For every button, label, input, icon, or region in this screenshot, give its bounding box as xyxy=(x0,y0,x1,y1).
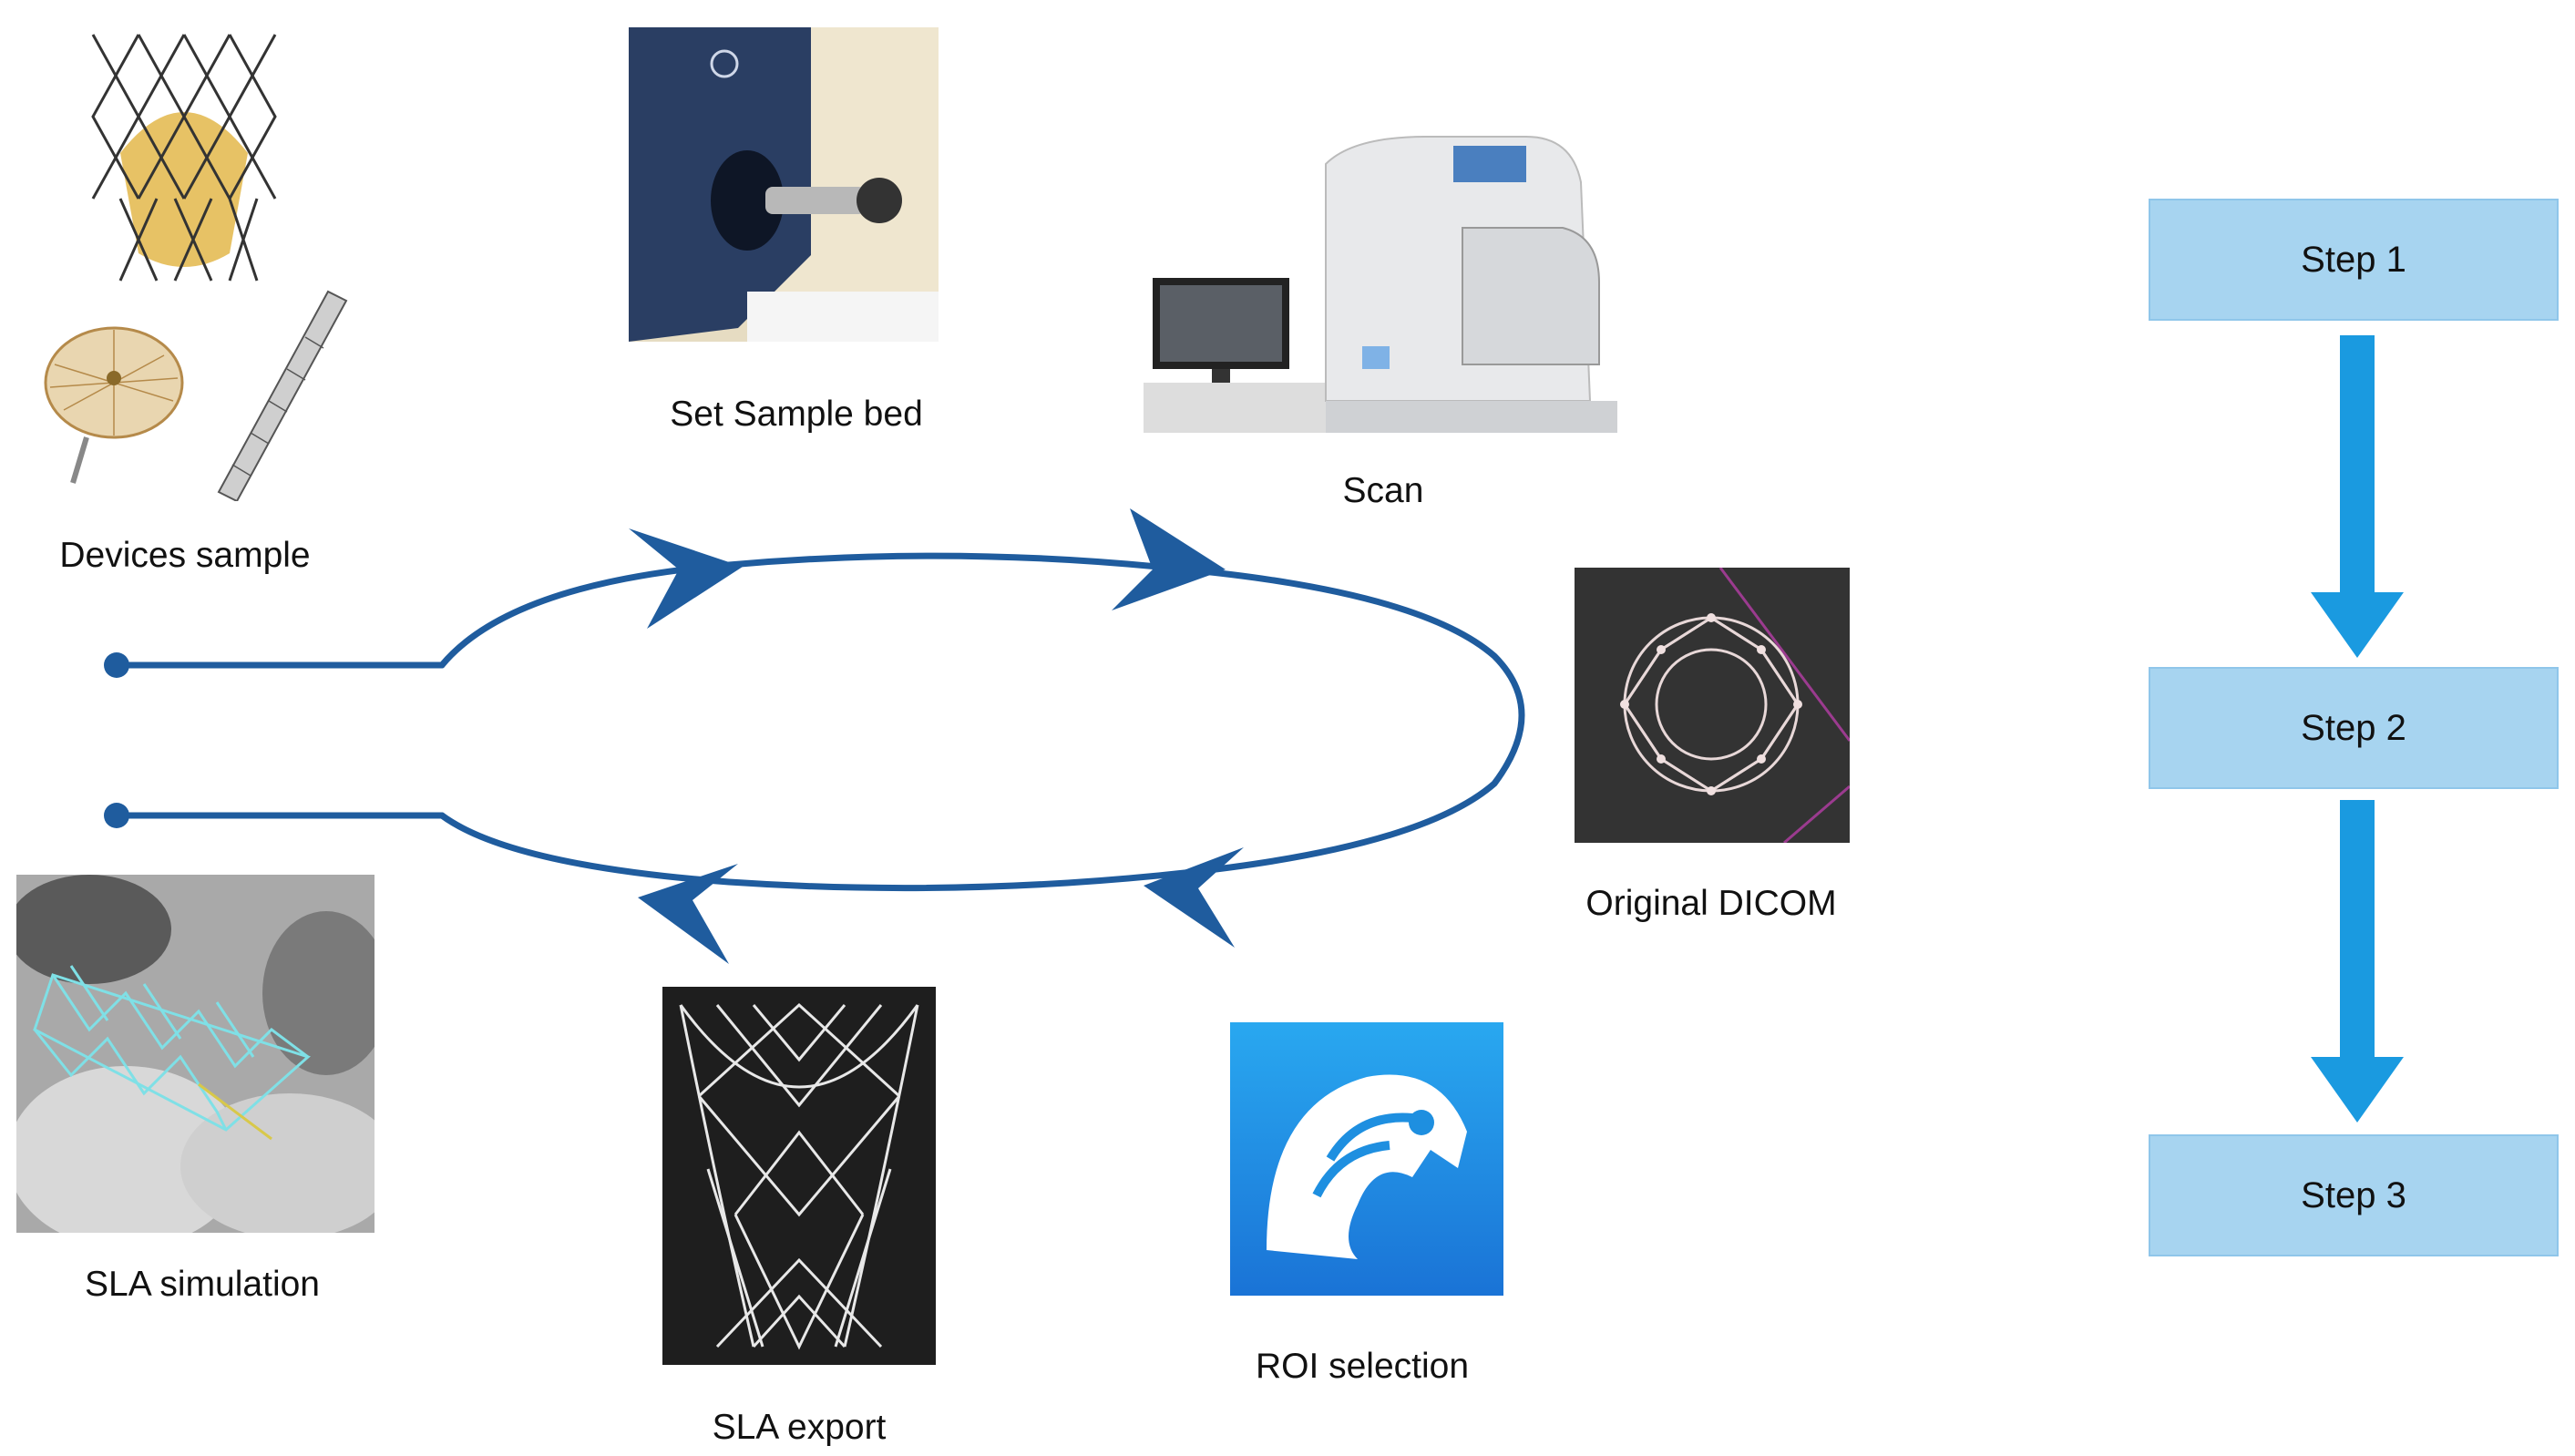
sla-simulation-image xyxy=(16,875,374,1233)
loop-end-dot xyxy=(104,803,129,828)
step-box-3: Step 3 xyxy=(2149,1134,2559,1256)
loop-arrow-3 xyxy=(1144,847,1244,948)
occluder-stent-photo xyxy=(27,273,355,501)
step-box-2: Step 2 xyxy=(2149,667,2559,789)
caption-set-sample-bed: Set Sample bed xyxy=(670,395,923,434)
caption-devices-sample: Devices sample xyxy=(59,536,311,575)
caption-original-dicom: Original DICOM xyxy=(1585,884,1837,923)
sla-export-image xyxy=(662,987,936,1365)
sample-bed-photo xyxy=(629,27,939,342)
caption-sla-simulation: SLA simulation xyxy=(85,1265,320,1304)
dicom-image xyxy=(1575,568,1850,843)
loop-arrow-4 xyxy=(638,864,738,964)
valve-photo xyxy=(84,16,284,285)
roi-app-icon xyxy=(1230,1022,1503,1296)
step-arrow-2 xyxy=(2311,800,2404,1123)
caption-sla-export: SLA export xyxy=(712,1408,887,1447)
caption-scan: Scan xyxy=(1342,471,1424,510)
scanner-photo xyxy=(1144,128,1617,433)
loop-arrow-1 xyxy=(629,528,743,629)
caption-roi-selection: ROI selection xyxy=(1255,1347,1470,1386)
loop-start-dot xyxy=(104,652,129,678)
step-box-1: Step 1 xyxy=(2149,199,2559,321)
loop-top-arc xyxy=(438,552,1525,892)
step-arrow-1 xyxy=(2311,335,2404,658)
loop-arrow-2 xyxy=(1112,508,1226,610)
